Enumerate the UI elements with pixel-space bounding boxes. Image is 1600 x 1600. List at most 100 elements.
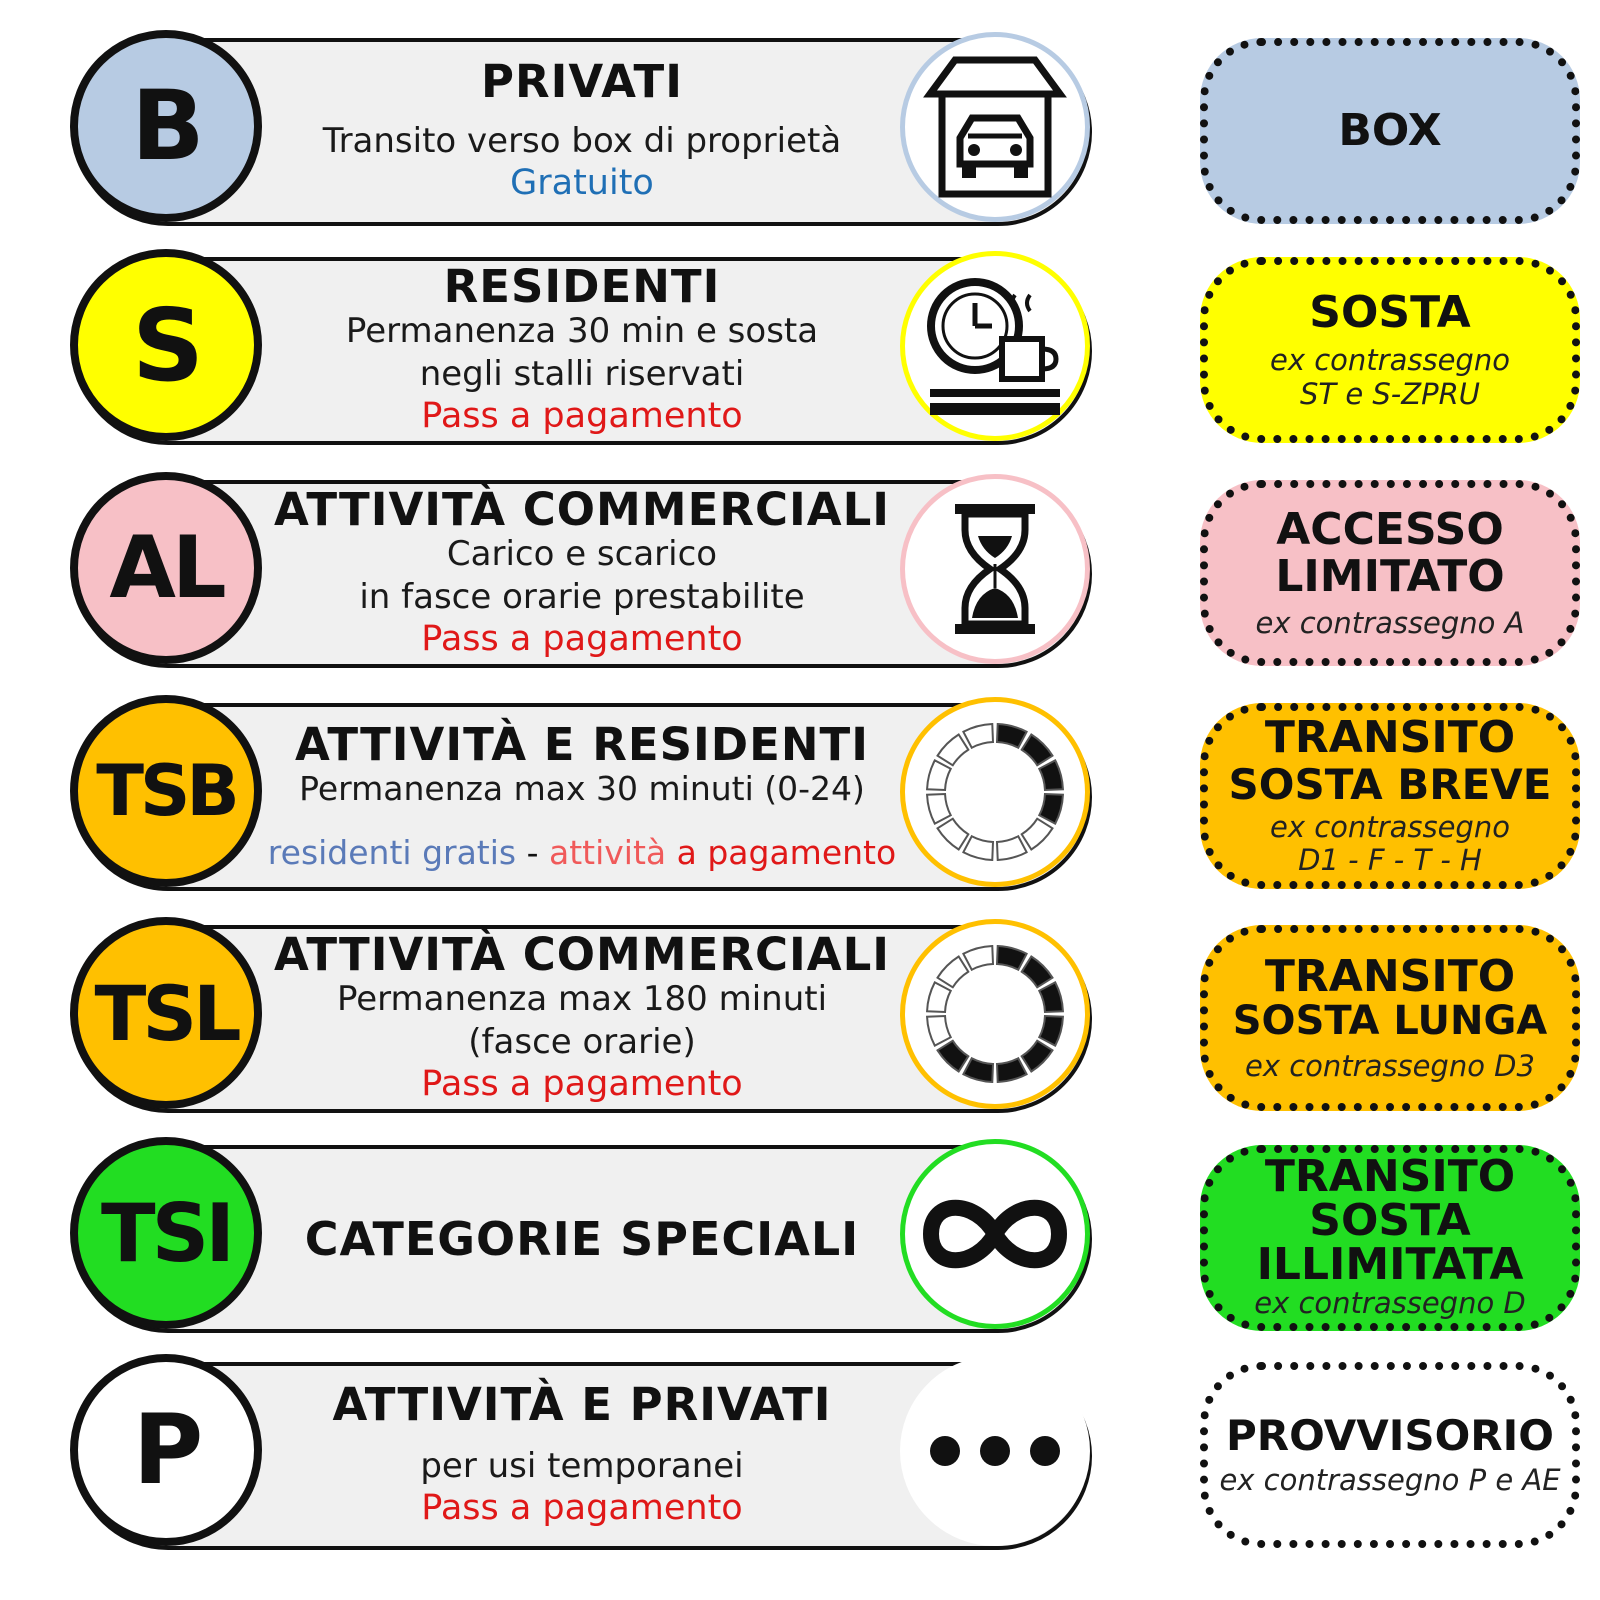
tag-subtitle: ex contrassegno [1270,343,1510,378]
legacy-permit-tag: TRANSITO SOSTA ILLIMITATA ex contrassegn… [1200,1145,1580,1331]
permit-price: Pass a pagamento [421,1488,743,1528]
ring-segment [936,817,970,851]
legacy-permit-tag: TRANSITO SOSTA LUNGA ex contrassegno D3 [1200,925,1580,1111]
tag-title: PROVVISORIO [1226,1410,1554,1460]
permit-desc-line: Permanenza max 30 minuti (0-24) [299,769,865,809]
permit-price: Pass a pagamento [421,1064,743,1105]
ring-segment [962,723,995,750]
permit-code-badge: AL [70,472,262,664]
legacy-permit-tag: PROVVISORIO ex contrassegno P e AE [1200,1362,1580,1548]
permit-desc-line: Permanenza 30 min e sosta [345,311,819,352]
permit-code-badge: TSL [70,917,262,1109]
tag-title: LIMITATO [1275,551,1505,603]
ring-segment [962,945,995,972]
ring-segment [1037,792,1064,825]
permit-title: ATTIVITÀ E RESIDENTI [295,718,869,772]
ring-segment [1020,733,1054,767]
tag-title: SOSTA [1309,1195,1471,1247]
permit-code: TSL [94,968,241,1058]
permit-desc-line: Transito verso box di proprietà [322,120,842,161]
tag-title: SOSTA [1309,286,1471,338]
ellipsis-icon [900,1356,1090,1546]
tag-title: SOSTA BREVE [1228,759,1552,809]
ring-segment [1037,759,1064,792]
permit-price: Pass a pagamento [421,396,743,437]
price-separator: - [516,832,549,872]
tag-title: TRANSITO [1264,1151,1516,1203]
permit-code-badge: B [70,30,262,222]
permit-text: ATTIVITÀ COMMERCIALI Carico e scarico in… [262,482,902,666]
permit-code: P [132,1394,203,1506]
permit-desc-line: Permanenza max 180 minuti [336,979,828,1020]
legacy-permit-tag: TRANSITO SOSTA BREVE ex contrassegno D1 … [1200,703,1580,889]
permit-title: ATTIVITÀ COMMERCIALI [273,928,890,981]
permit-text: ATTIVITÀ E PRIVATI per usi temporanei Pa… [262,1364,902,1548]
permit-title: CATEGORIE SPECIALI [304,1211,860,1266]
permit-code-badge: S [70,249,262,441]
permit-code: TSI [101,1186,235,1280]
permit-text: PRIVATI Transito verso box di proprietà … [262,40,902,224]
permit-price: residenti gratis - attività a pagamento [268,832,896,873]
permit-code: B [131,70,204,182]
permit-code: TSB [96,750,240,832]
permit-title: PRIVATI [481,55,683,109]
permit-code: AL [109,518,226,618]
permit-price: Pass a pagamento [421,619,743,660]
permit-title: ATTIVITÀ COMMERCIALI [273,483,890,536]
permit-row-tsl: TSL ATTIVITÀ COMMERCIALI Permanenza max … [0,915,1600,1120]
permit-text: ATTIVITÀ COMMERCIALI Permanenza max 180 … [262,927,902,1111]
ring-segment [1020,955,1054,989]
legacy-permit-tag: ACCESSO LIMITATO ex contrassegno A [1200,480,1580,666]
permit-code: S [131,286,204,404]
price-residents: residenti gratis [267,832,517,872]
permit-row-b: B PRIVATI Transito verso box di propriet… [0,28,1600,233]
ring-timer-icon [900,697,1090,887]
garage-car-icon [900,32,1090,222]
permit-code-badge: TSI [70,1137,262,1329]
permit-desc-line: per usi temporanei [420,1445,744,1486]
price-paid: a pagamento [666,832,897,872]
ring-segment [1037,1014,1064,1047]
ring-segment [995,945,1028,972]
tag-title: ACCESSO [1276,503,1504,555]
permit-desc-line: negli stalli riservati [419,353,745,394]
permit-row-tsb: TSB ATTIVITÀ E RESIDENTI Permanenza max … [0,693,1600,898]
ring-segment [962,834,995,861]
tag-title: ILLIMITATA [1256,1239,1524,1291]
ring-segment [962,1056,995,1083]
tag-subtitle: ex contrassegno [1270,810,1510,845]
permit-row-tsi: TSI CATEGORIE SPECIALI TRANSITO SOSTA IL… [0,1135,1600,1340]
tag-subtitle: ex contrassegno D3 [1245,1048,1535,1083]
ring-segment [1020,817,1054,851]
permit-code-badge: TSB [70,695,262,887]
ring-segment [936,1039,970,1073]
tag-title: BOX [1338,105,1442,157]
ring-segment [995,723,1028,750]
tag-subtitle: ex contrassegno D [1254,1286,1526,1321]
permit-title: ATTIVITÀ E PRIVATI [332,1378,832,1432]
ring-segment [995,834,1028,861]
permit-row-p: P ATTIVITÀ E PRIVATI per usi temporanei … [0,1352,1600,1557]
tag-title: SOSTA LUNGA [1232,998,1548,1045]
permit-text: ATTIVITÀ E RESIDENTI Permanenza max 30 m… [262,705,902,889]
permit-text: CATEGORIE SPECIALI [262,1147,902,1331]
ring-segment [995,1056,1028,1083]
tag-subtitle: ST e S-ZPRU [1299,376,1480,411]
tag-title: TRANSITO [1264,950,1516,1002]
permit-title: RESIDENTI [443,260,721,313]
permit-desc-line: (fasce orarie) [468,1021,696,1062]
price-activities: attività [549,832,667,872]
hourglass-icon [900,474,1090,664]
permit-code-badge: P [70,1354,262,1546]
tag-subtitle: ex contrassegno P e AE [1219,1463,1561,1497]
ring-segment [926,1014,953,1047]
permit-price: Gratuito [510,163,654,203]
clock-coffee-icon [900,251,1090,441]
infinity-icon [900,1139,1090,1329]
ring-segment [1037,981,1064,1014]
permit-row-s: S RESIDENTI Permanenza 30 min e sosta ne… [0,247,1600,452]
ring-segment [936,733,970,767]
permit-row-al: AL ATTIVITÀ COMMERCIALI Carico e scarico… [0,470,1600,675]
tag-title: TRANSITO [1264,712,1516,764]
ring-segment [926,792,953,825]
